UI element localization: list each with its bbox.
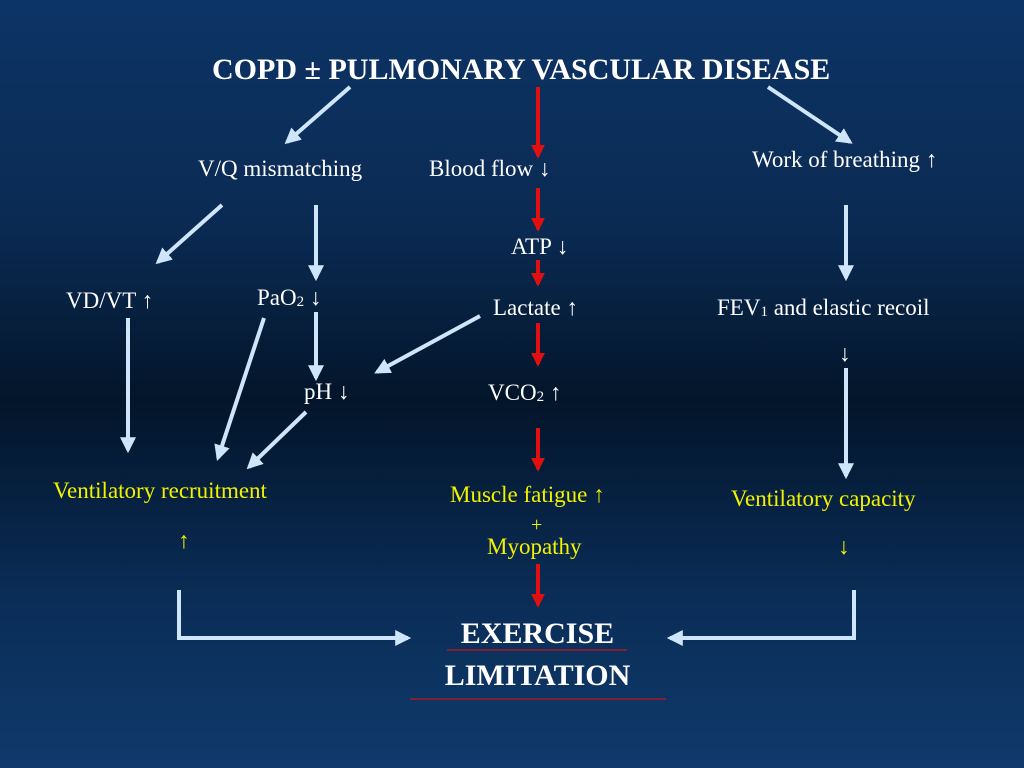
arrow-title-to-work-of-breathing (766, 85, 853, 144)
ventilatory-recruitment-arrow: ↑ (178, 528, 190, 553)
vco2-subscript: 2 (536, 389, 545, 405)
vq-mismatching-label: V/Q mismatching (198, 156, 363, 181)
vco2-arrow: ↑ (544, 380, 562, 405)
fev-text: FEV (717, 295, 761, 320)
diagram-title: COPD ± PULMONARY VASCULAR DISEASE (212, 53, 831, 86)
arrow-title-to-vq (284, 85, 352, 145)
vco2-text: VCO (488, 380, 537, 405)
arrow-lactate-to-ph (374, 314, 481, 374)
ventilatory-capacity-label: Ventilatory capacity (731, 486, 916, 511)
pao2-text: PaO (257, 285, 297, 310)
plus-sign: + (531, 514, 543, 536)
ventilatory-recruitment-label: Ventilatory recruitment (53, 478, 267, 503)
pao2-arrow: ↓ (304, 285, 322, 310)
fev1-arrow: ↓ (839, 341, 851, 366)
arrow-left-to-exercise-limitation (177, 590, 412, 646)
blood-flow-label: Blood flow ↓ (429, 156, 551, 181)
exercise-limitation: EXERCISE LIMITATION (405, 613, 670, 697)
pao2-subscript: 2 (296, 294, 305, 310)
vco2-label: VCO2 ↑ (488, 380, 562, 405)
ph-label: pH ↓ (304, 379, 350, 404)
arrow-pao2-to-vent-recruitment (214, 317, 266, 462)
vdvt-label: VD/VT ↑ (66, 288, 154, 313)
limitation-label: LIMITATION (444, 659, 631, 692)
arrow-right-to-exercise-limitation (666, 590, 856, 646)
fev-subscript: 1 (760, 304, 768, 320)
fev1-label: FEV1 and elastic recoil (717, 295, 930, 320)
arrow-ph-to-vent-recruitment (246, 410, 308, 470)
lactate-label: Lactate ↑ (493, 295, 578, 320)
ventilatory-capacity-arrow: ↓ (838, 534, 850, 559)
exercise-label: EXERCISE (460, 617, 615, 650)
work-of-breathing-label: Work of breathing ↑ (752, 147, 938, 172)
myopathy-label: Myopathy (487, 534, 582, 559)
fev-rest-text: and elastic recoil (767, 295, 930, 320)
atp-label: ATP ↓ (511, 234, 569, 259)
pao2-label: PaO2 ↓ (257, 285, 322, 310)
muscle-fatigue-label: Muscle fatigue ↑ (450, 482, 605, 507)
arrow-vq-to-vdvt (155, 203, 224, 265)
